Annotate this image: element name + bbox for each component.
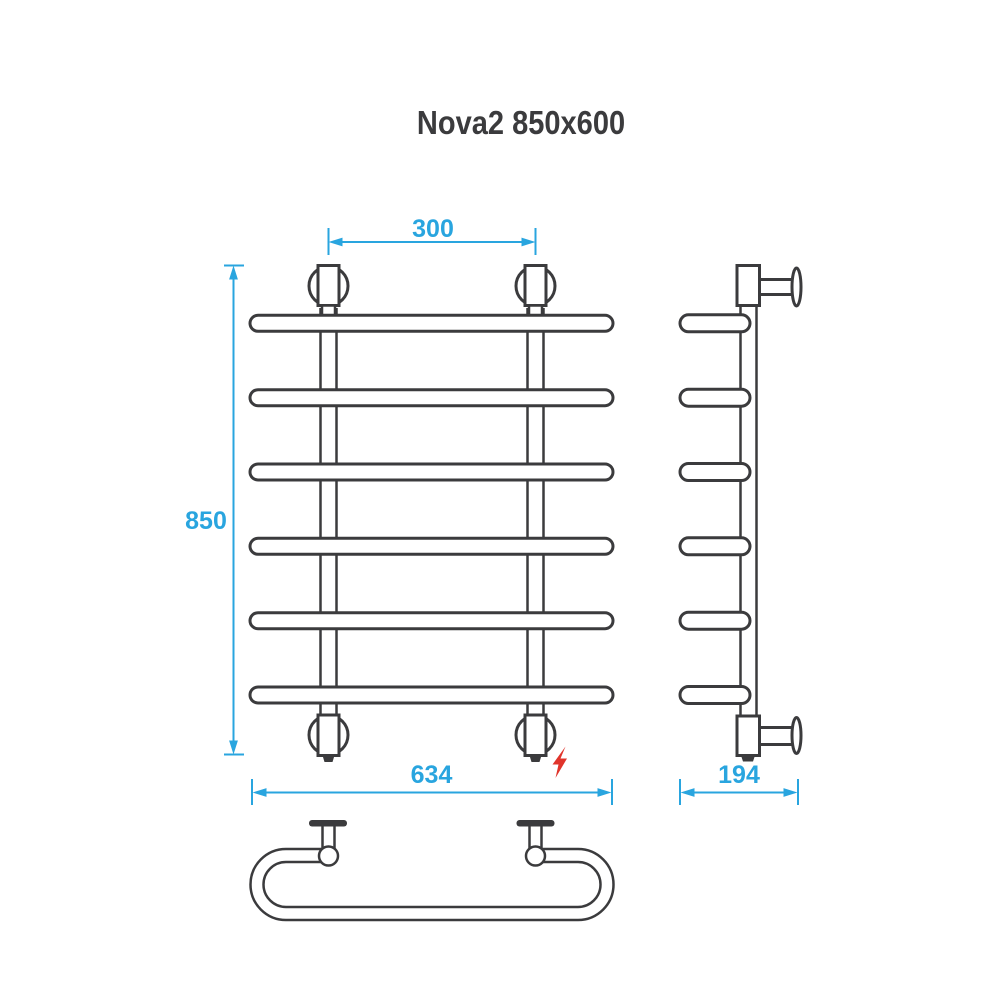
rail-bar-side [678,685,752,705]
wall-bracket-top-right [514,264,557,318]
rail-bar [248,462,615,482]
bottom-view [249,820,615,922]
rail-bar-side [678,387,752,408]
wall-bracket-top-left [307,264,350,318]
rail-bar [248,536,615,556]
front-view [248,264,615,762]
side-bracket-bottom [735,714,803,762]
wall-bracket-bottom-left [307,713,350,762]
lightning-icon [552,746,567,778]
side-bracket-top [735,264,803,308]
rail-bar-side [678,536,752,557]
rail-tube-outline [249,847,615,922]
rail-bar [248,388,615,408]
dim-label-overall-width: 634 [411,761,453,789]
post-section [317,845,340,867]
dimension-overall-width: 634 [251,761,613,805]
dimension-height: 850 [185,264,244,756]
rail-bar-side [678,610,752,631]
page-title: Nova2 850x600 [417,104,625,141]
rail-bar [248,313,615,333]
dim-label-height: 850 [185,507,227,535]
plan-bracket-right [516,820,555,867]
wall-bracket-bottom-right [514,713,557,762]
wall-flange [790,716,803,755]
wall-flange [790,266,803,308]
rail-bar-side [678,313,752,334]
rail-bar [248,685,615,705]
dimension-rail-spacing-top: 300 [327,215,537,255]
rail-bar-side [678,462,752,482]
plan-bracket-left [309,820,347,867]
post-section [524,845,547,867]
dim-label-depth: 194 [718,761,760,789]
dimension-depth: 194 [679,761,799,805]
rail-tube-hollow [251,850,613,919]
dim-label-rail-spacing: 300 [412,215,454,243]
side-view [678,264,803,762]
rail-bar [248,611,615,631]
